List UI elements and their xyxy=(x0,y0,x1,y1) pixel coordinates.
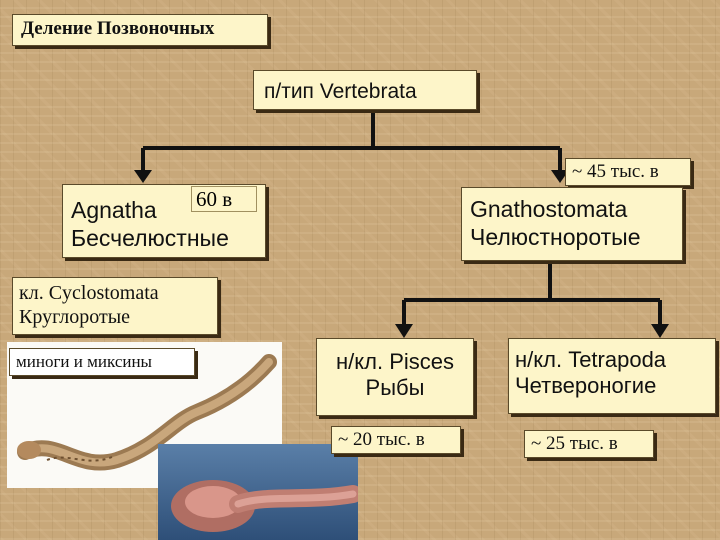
tetrapoda-latin: н/кл. Tetrapoda xyxy=(515,347,709,373)
agnatha-russian: Бесчелюстные xyxy=(71,225,257,253)
pisces-box: н/кл. Pisces Рыбы xyxy=(316,338,474,416)
gnathostomata-count-badge: ~ 45 тыс. в xyxy=(565,158,691,186)
tetrapoda-count: ~ 25 тыс. в xyxy=(531,433,618,454)
pisces-count-badge: ~ 20 тыс. в xyxy=(331,426,461,454)
tetrapoda-box: н/кл. Tetrapoda Четвероногие xyxy=(508,338,716,414)
pisces-count: ~ 20 тыс. в xyxy=(338,429,425,450)
pisces-latin: н/кл. Pisces xyxy=(321,349,469,375)
vertebrata-label: п/тип Vertebrata xyxy=(264,80,417,103)
hagfish-photo xyxy=(158,444,358,540)
examples-label-box: миноги и миксины xyxy=(9,348,195,376)
cyclostomata-latin: кл. Cyclostomata xyxy=(19,281,211,305)
diagram-title-text: Деление Позвоночных xyxy=(21,18,214,39)
gnathostomata-russian: Челюстноротые xyxy=(470,224,674,252)
cyclostomata-russian: Круглоротые xyxy=(19,305,211,329)
tetrapoda-count-badge: ~ 25 тыс. в xyxy=(524,430,654,458)
diagram-title: Деление Позвоночных xyxy=(12,14,268,46)
gnathostomata-latin: Gnathostomata xyxy=(470,196,674,224)
agnatha-count: 60 в xyxy=(196,187,232,211)
examples-label: миноги и миксины xyxy=(16,352,152,371)
tetrapoda-russian: Четвероногие xyxy=(515,373,709,399)
vertebrata-box: п/тип Vertebrata xyxy=(253,70,477,110)
gnathostomata-count: ~ 45 тыс. в xyxy=(572,161,659,182)
agnatha-count-badge: 60 в xyxy=(191,186,257,212)
cyclostomata-box: кл. Cyclostomata Круглоротые xyxy=(12,277,218,335)
gnathostomata-box: Gnathostomata Челюстноротые xyxy=(461,187,683,261)
hagfish-illustration xyxy=(158,444,358,540)
pisces-russian: Рыбы xyxy=(321,375,469,401)
